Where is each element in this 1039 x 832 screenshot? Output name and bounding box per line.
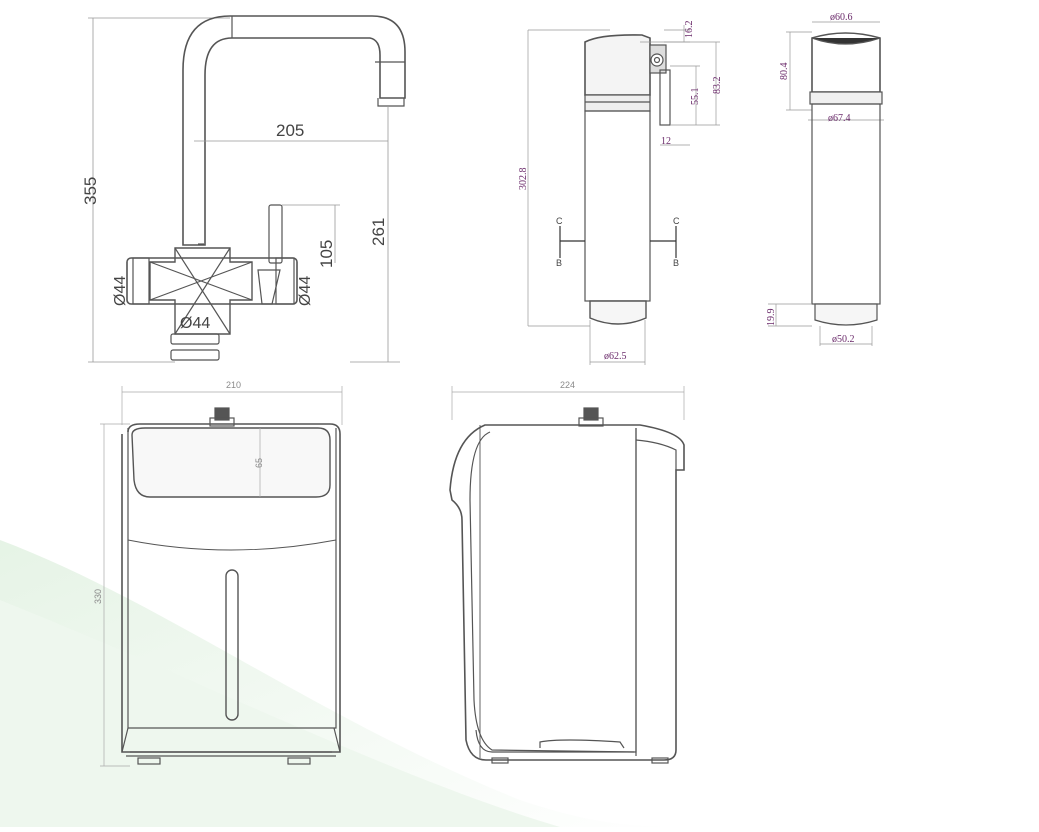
faucet-body-diameter-left-label: Ø44: [112, 276, 129, 306]
filter-bottom-diameter-label: ø50.2: [832, 334, 855, 345]
faucet-spout-height-label: 261: [369, 218, 388, 246]
filter-bracket-inner-label: 55.1: [690, 88, 701, 106]
filter-front-drawing: [768, 21, 884, 346]
filter-top-offset-label: 16.2: [684, 21, 695, 39]
filter-collar-diameter-label: ø67.4: [828, 113, 851, 124]
section-c-right: C: [673, 216, 680, 226]
filter-height-label: 302.8: [518, 168, 529, 191]
boiler-depth-label: 224: [560, 380, 575, 390]
section-b-right: B: [673, 258, 679, 268]
filter-bracket-height-label: 83.2: [712, 77, 723, 95]
filter-top-diameter-label: ø60.6: [830, 12, 853, 23]
boiler-width-label: 210: [226, 380, 241, 390]
section-c-left: C: [556, 216, 563, 226]
boiler-window-height-label: 65: [254, 458, 264, 468]
boiler-side-drawing: [449, 386, 685, 764]
filter-bottom-height-label: 19.9: [766, 309, 777, 327]
filter-base-diameter-label: ø62.5: [604, 351, 627, 362]
faucet-drawing: [88, 15, 406, 363]
filter-head-height-label: 80.4: [779, 63, 790, 81]
faucet-body-diameter-right-label: Ø44: [297, 276, 314, 306]
boiler-front-drawing: [100, 386, 343, 767]
filter-side-drawing: [527, 25, 720, 365]
faucet-height-label: 355: [81, 177, 100, 205]
faucet-reach-label: 205: [276, 121, 304, 140]
boiler-height-label: 330: [93, 589, 103, 604]
background-wave-light: [0, 600, 560, 827]
faucet-handle-height-label: 105: [317, 240, 336, 268]
filter-bracket-depth-label: 12: [661, 136, 671, 147]
section-b-left: B: [556, 258, 562, 268]
faucet-body-diameter-bottom-label: Ø44: [180, 315, 210, 332]
